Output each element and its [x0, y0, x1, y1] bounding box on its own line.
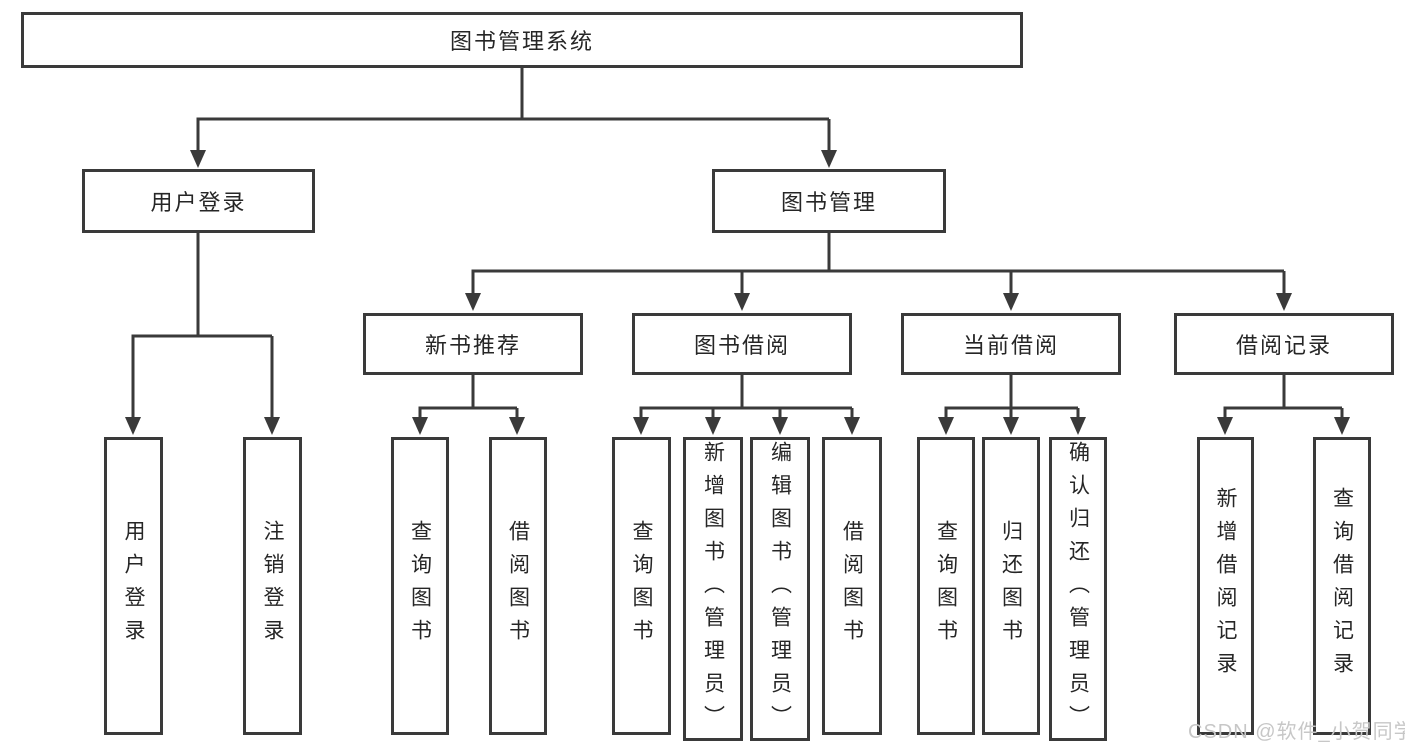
node-leaf-query-book-2: 查询图书 [612, 437, 671, 735]
arrow-down-icon [938, 417, 954, 435]
node-root-label: 图书管理系统 [449, 29, 594, 54]
arrow-down-icon [264, 417, 280, 435]
arrow-down-icon [465, 293, 481, 311]
node-current-borrow: 当前借阅 [901, 313, 1121, 375]
arrow-down-icon [821, 150, 837, 168]
node-leaf-edit-book-label: 编辑图书（管理员） [768, 440, 792, 738]
arrow-down-icon [1070, 417, 1086, 435]
node-new-rec-label: 新书推荐 [424, 333, 521, 358]
node-root: 图书管理系统 [21, 12, 1023, 68]
node-book-mgmt: 图书管理 [712, 169, 946, 233]
node-leaf-confirm-return: 确认归还（管理员） [1049, 437, 1107, 741]
connector-user-login [131, 233, 274, 419]
arrow-down-icon [1217, 417, 1233, 435]
node-leaf-query-book-1-label: 查询图书 [408, 520, 432, 652]
node-leaf-logout-label: 注销登录 [261, 520, 284, 652]
arrow-down-icon [772, 417, 788, 435]
arrow-down-icon [734, 293, 750, 311]
arrow-down-icon [412, 417, 428, 435]
arrow-down-icon [844, 417, 860, 435]
node-leaf-user-login: 用户登录 [104, 437, 163, 735]
connector-current-borrow [944, 375, 1080, 419]
node-leaf-borrow-book-1-label: 借阅图书 [506, 520, 530, 652]
node-borrow-record: 借阅记录 [1174, 313, 1394, 375]
node-leaf-add-record: 新增借阅记录 [1197, 437, 1254, 735]
node-user-login: 用户登录 [82, 169, 315, 233]
connector-book-borrow [639, 375, 854, 419]
node-current-borrow-label: 当前借阅 [962, 333, 1059, 358]
arrow-down-icon [509, 417, 525, 435]
node-book-mgmt-label: 图书管理 [780, 190, 877, 215]
node-borrow-record-label: 借阅记录 [1235, 333, 1332, 358]
arrow-down-icon [633, 417, 649, 435]
node-leaf-add-record-label: 新增借阅记录 [1214, 487, 1237, 685]
node-leaf-return-book: 归还图书 [982, 437, 1040, 735]
node-leaf-user-login-label: 用户登录 [122, 520, 145, 652]
node-book-borrow-label: 图书借阅 [693, 333, 790, 358]
node-leaf-query-book-1: 查询图书 [391, 437, 449, 735]
node-leaf-borrow-book-2: 借阅图书 [822, 437, 882, 735]
node-new-rec: 新书推荐 [363, 313, 583, 375]
arrow-down-icon [705, 417, 721, 435]
node-leaf-logout: 注销登录 [243, 437, 302, 735]
node-leaf-confirm-return-label: 确认归还（管理员） [1066, 440, 1090, 738]
node-leaf-query-book-3-label: 查询图书 [934, 520, 958, 652]
node-book-borrow: 图书借阅 [632, 313, 852, 375]
arrow-down-icon [125, 417, 141, 435]
node-leaf-query-book-3: 查询图书 [917, 437, 975, 735]
connector-new-rec [418, 375, 519, 419]
arrow-down-icon [1276, 293, 1292, 311]
arrow-down-icon [190, 150, 206, 168]
node-leaf-borrow-book-1: 借阅图书 [489, 437, 547, 735]
csdn-watermark: CSDN @软件_小贺同学 [1188, 721, 1405, 743]
arrowheads [125, 150, 1350, 435]
connector-root [196, 68, 831, 152]
node-leaf-add-book-label: 新增图书（管理员） [701, 440, 725, 738]
connector-book-mgmt [471, 233, 1286, 295]
node-user-login-label: 用户登录 [150, 190, 247, 215]
node-leaf-query-record-label: 查询借阅记录 [1330, 487, 1354, 685]
node-leaf-query-book-2-label: 查询图书 [630, 520, 653, 652]
arrow-down-icon [1003, 417, 1019, 435]
arrow-down-icon [1334, 417, 1350, 435]
node-leaf-edit-book: 编辑图书（管理员） [750, 437, 810, 741]
node-leaf-borrow-book-2-label: 借阅图书 [840, 520, 864, 652]
arrow-down-icon [1003, 293, 1019, 311]
connector-borrow-record [1223, 375, 1344, 419]
node-leaf-query-record: 查询借阅记录 [1313, 437, 1371, 735]
node-leaf-return-book-label: 归还图书 [999, 520, 1023, 652]
node-leaf-add-book: 新增图书（管理员） [683, 437, 743, 741]
